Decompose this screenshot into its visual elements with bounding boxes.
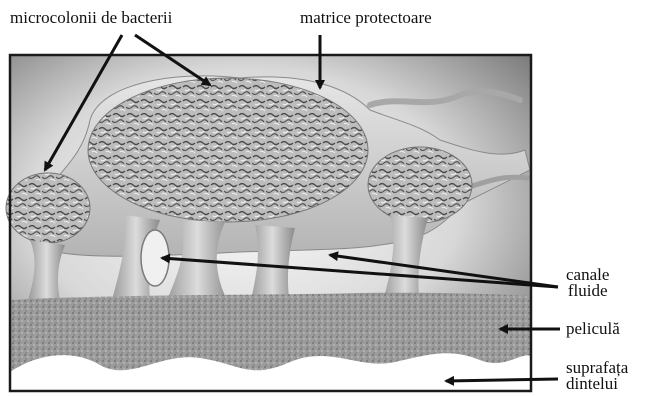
arrow-suprafata xyxy=(446,379,558,381)
label-fluide: fluide xyxy=(568,283,608,299)
bacterial-microcolony-right xyxy=(368,147,472,223)
label-suprafata-dintelui: suprafața dintelui xyxy=(566,360,628,392)
label-matrice: matrice protectoare xyxy=(300,9,432,27)
label-canale-fluide: canale fluide xyxy=(566,267,609,299)
bacterial-microcolony-left xyxy=(6,173,90,243)
label-pelicula: peliculă xyxy=(566,320,620,338)
label-microcolonii: microcolonii de bacterii xyxy=(10,9,172,27)
label-dintelui: dintelui xyxy=(566,376,618,392)
illustration xyxy=(6,55,531,391)
bacterial-microcolony-main xyxy=(88,78,368,222)
